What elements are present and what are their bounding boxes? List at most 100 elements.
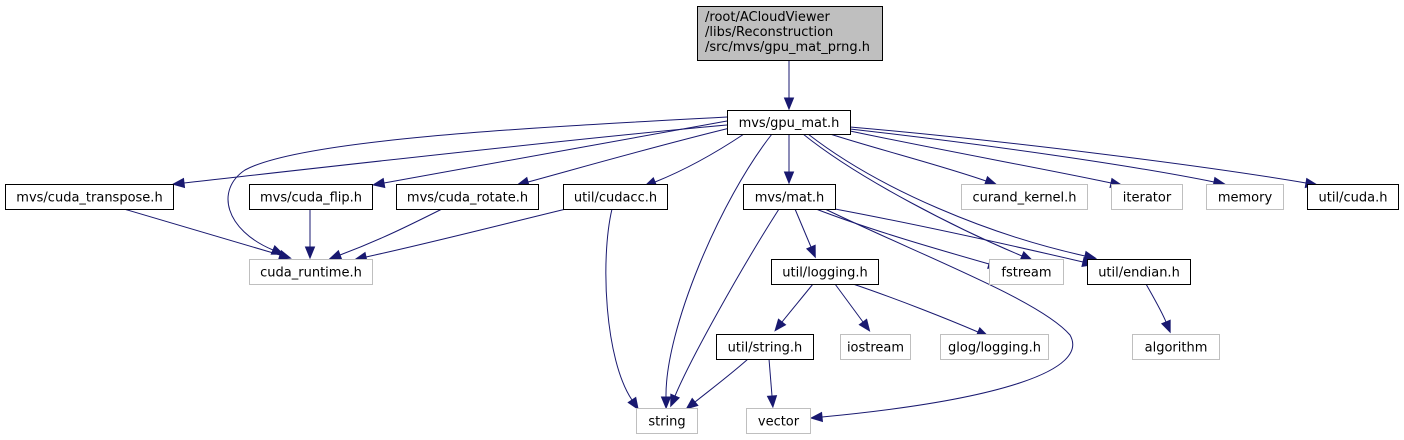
node-label: cuda_runtime.h: [260, 266, 362, 281]
edge-arrowhead: [858, 318, 871, 332]
edge-mat-to-endian: [834, 208, 1096, 267]
node-label-line: /libs/Reconstruction: [705, 25, 833, 40]
edge-root-to-gpu_mat: [783, 60, 795, 111]
node-label: util/cudacc.h: [574, 191, 657, 206]
edge-arrowhead: [670, 393, 681, 408]
node-string: string: [636, 408, 698, 434]
edge-gpu_mat-to-util_cuda: [849, 126, 1319, 189]
edge-line: [794, 208, 812, 248]
node-label: glog/logging.h: [948, 341, 1041, 356]
node-box: [1111, 184, 1183, 210]
edge-line: [654, 133, 745, 183]
node-label: util/cuda.h: [1319, 191, 1388, 206]
node-util-cuda[interactable]: util/cuda.h: [1307, 184, 1399, 210]
edges-layer: [123, 60, 1319, 423]
edge-arrowhead: [983, 175, 998, 186]
edge-gpu_mat-to-curand_kernel: [829, 133, 998, 186]
edge-util_string-to-string: [685, 358, 749, 410]
node-vector: vector: [746, 408, 811, 434]
edge-gpu_mat-to-mat: [783, 134, 795, 185]
node-algorithm: algorithm: [1132, 334, 1220, 360]
edge-arrowhead: [766, 395, 778, 409]
edge-arrowhead: [783, 171, 795, 185]
edge-line: [123, 208, 281, 256]
node-box: [697, 6, 883, 61]
node-label: util/endian.h: [1098, 266, 1180, 281]
node-cuda-rotate[interactable]: mvs/cuda_rotate.h: [396, 184, 539, 210]
node-box: [1132, 334, 1220, 360]
node-iterator: iterator: [1111, 184, 1183, 210]
edge-line: [852, 283, 979, 333]
edge-arrowhead: [371, 177, 386, 189]
edge-line: [768, 358, 773, 397]
node-label: algorithm: [1145, 341, 1208, 356]
node-cudacc[interactable]: util/cudacc.h: [563, 184, 668, 210]
node-label: curand_kernel.h: [972, 191, 1076, 206]
node-box: [840, 334, 911, 360]
node-label: memory: [1218, 191, 1273, 206]
node-label: iostream: [847, 341, 904, 356]
edge-line: [829, 133, 987, 182]
node-box: [249, 184, 373, 210]
edge-logging-to-glog: [852, 283, 990, 337]
edge-line: [365, 208, 567, 258]
edge-line: [339, 208, 443, 256]
node-box: [563, 184, 668, 210]
node-box: [396, 184, 539, 210]
node-box: [989, 259, 1064, 285]
edge-mat-to-logging: [794, 208, 816, 259]
node-curand-kernel: curand_kernel.h: [961, 184, 1088, 210]
edge-gpu_mat-to-string: [660, 133, 773, 410]
node-box: [716, 334, 814, 360]
edge-arrowhead: [774, 318, 787, 332]
edge-mat-to-string: [670, 208, 780, 408]
node-root-file: /root/ACloudViewer/libs/Reconstruction/s…: [697, 6, 883, 61]
node-logging[interactable]: util/logging.h: [771, 259, 879, 285]
node-box: [1206, 184, 1284, 210]
edge-cuda_rotate-to-cuda_runtime: [328, 208, 443, 260]
node-mat[interactable]: mvs/mat.h: [743, 184, 836, 210]
node-label: mvs/cuda_rotate.h: [407, 191, 528, 206]
edge-line: [527, 127, 731, 183]
node-label: util/logging.h: [782, 266, 867, 281]
edge-line: [849, 128, 1215, 183]
node-box: [727, 110, 851, 135]
edge-endian-to-algorithm: [1145, 283, 1171, 334]
edge-mat-to-vector: [809, 208, 1074, 423]
node-endian[interactable]: util/endian.h: [1087, 259, 1191, 285]
node-glog: glog/logging.h: [940, 334, 1049, 360]
node-label-line: /root/ACloudViewer: [705, 10, 830, 25]
edge-gpu_mat-to-cuda_rotate: [516, 127, 731, 187]
edge-arrowhead: [809, 411, 824, 423]
node-util-string[interactable]: util/string.h: [716, 334, 814, 360]
edge-gpu_mat-to-memory: [849, 128, 1227, 188]
node-box: [1087, 259, 1191, 285]
edge-cuda_transpose-to-cuda_runtime: [123, 208, 292, 260]
node-gpu-mat[interactable]: mvs/gpu_mat.h: [727, 110, 851, 135]
node-label: mvs/mat.h: [755, 191, 825, 206]
edge-arrowhead: [805, 244, 816, 259]
edge-line: [802, 133, 1023, 257]
edge-arrowhead: [328, 249, 343, 260]
edge-line: [815, 208, 990, 265]
node-box: [771, 259, 879, 285]
edge-arrowhead: [627, 396, 639, 411]
node-fstream: fstream: [989, 259, 1064, 285]
edge-cuda_flip-to-cuda_runtime: [304, 209, 316, 260]
node-memory: memory: [1206, 184, 1284, 210]
node-box: [636, 408, 698, 434]
node-box: [249, 259, 373, 285]
node-cuda-transpose[interactable]: mvs/cuda_transpose.h: [5, 184, 174, 210]
node-cuda-flip[interactable]: mvs/cuda_flip.h: [249, 184, 373, 210]
edge-line: [1145, 283, 1167, 323]
edge-line: [694, 358, 749, 403]
nodes-layer: /root/ACloudViewer/libs/Reconstruction/s…: [5, 6, 1399, 434]
node-box: [746, 408, 811, 434]
edge-line: [849, 126, 1307, 184]
edge-arrowhead: [685, 397, 699, 410]
edge-gpu_mat-to-cuda_transpose: [171, 124, 728, 189]
edge-line: [821, 208, 1074, 418]
edge-arrowhead: [783, 97, 795, 111]
edge-line: [605, 208, 633, 401]
